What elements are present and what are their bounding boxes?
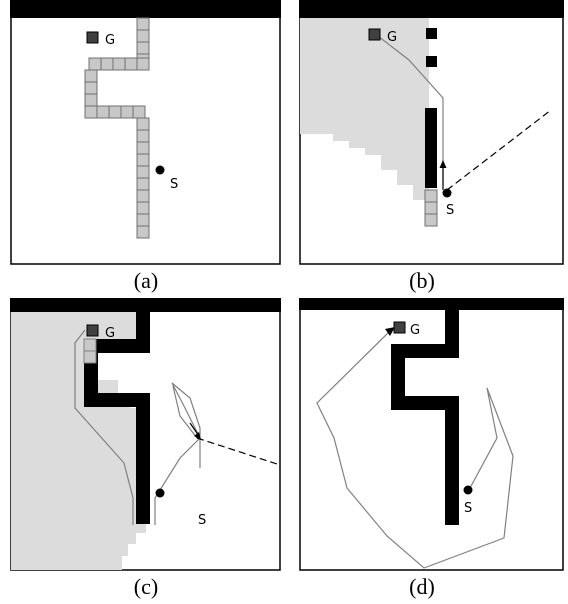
known-wall — [391, 344, 459, 358]
sensor-ray — [196, 437, 281, 466]
goal-label: G — [410, 323, 420, 338]
unknown-wall-cell — [83, 338, 97, 352]
known-wall — [84, 393, 150, 407]
arrow-head — [385, 327, 395, 336]
unknown-wall-cell — [136, 225, 150, 239]
unknown-wall-cell — [136, 189, 150, 203]
unknown-wall-cell — [120, 105, 134, 119]
unknown-wall-cell — [424, 213, 438, 227]
arrow-head — [439, 160, 447, 168]
panel-b-canvas: G S — [299, 0, 564, 265]
goal-marker — [86, 31, 99, 44]
goal-marker — [86, 324, 99, 337]
known-wall-cell — [426, 28, 437, 39]
unknown-wall-cell — [136, 57, 150, 71]
unknown-wall-cell — [136, 153, 150, 167]
panel-c: G S — [10, 298, 281, 571]
known-wall — [136, 407, 150, 524]
top-wall — [299, 298, 564, 310]
unknown-wall-cell — [424, 201, 438, 215]
top-wall — [10, 0, 281, 18]
unknown-wall-cell — [136, 129, 150, 143]
known-wall — [84, 339, 150, 353]
unknown-wall-cell — [136, 213, 150, 227]
start-label: S — [446, 203, 454, 218]
panel-a-canvas: G S — [10, 0, 281, 265]
unknown-wall-cell — [88, 57, 102, 71]
explored-region — [11, 312, 146, 570]
unknown-wall-cell — [136, 141, 150, 155]
start-label: S — [464, 501, 472, 516]
caption-a: (a) — [133, 268, 159, 293]
unknown-wall-cell — [132, 105, 146, 119]
goal-label: G — [387, 30, 397, 45]
caption-d: (d) — [409, 574, 435, 599]
unknown-wall-cells — [84, 17, 150, 239]
unknown-wall-cell — [96, 105, 110, 119]
panel-c-canvas: G S — [10, 298, 281, 571]
unknown-wall-cell — [84, 105, 98, 119]
goal-marker — [368, 28, 381, 41]
unknown-wall-cell — [136, 201, 150, 215]
known-wall — [391, 396, 459, 410]
goal-label: G — [105, 33, 115, 48]
start-marker — [442, 188, 452, 198]
unknown-wall-cell — [84, 69, 98, 83]
unknown-wall-cell — [100, 57, 114, 71]
unknown-wall-cell — [136, 29, 150, 43]
arrow-head — [194, 432, 201, 440]
goal-label: G — [105, 326, 115, 341]
known-wall — [445, 408, 459, 525]
unknown-wall-cell — [136, 177, 150, 191]
known-wall — [425, 108, 437, 188]
panel-a: G S — [10, 0, 281, 265]
caption-b: (b) — [409, 268, 435, 293]
unknown-wall-cell — [136, 17, 150, 31]
unknown-wall-cell — [124, 57, 138, 71]
unknown-wall-cells — [424, 189, 438, 227]
unknown-wall-cell — [136, 117, 150, 131]
unknown-wall-cell — [84, 81, 98, 95]
robot-path — [316, 329, 514, 569]
explored-region — [300, 18, 429, 200]
start-label: S — [198, 513, 206, 528]
top-wall — [10, 298, 281, 312]
traversed-path — [74, 329, 134, 525]
unknown-wall-cell — [83, 350, 97, 364]
top-wall — [299, 0, 564, 18]
start-label: S — [170, 177, 178, 192]
unknown-wall-cell — [136, 165, 150, 179]
unknown-wall-cell — [424, 189, 438, 203]
goal-marker — [393, 321, 406, 334]
unknown-wall-cell — [112, 57, 126, 71]
panel-d: G S — [299, 298, 564, 571]
start-marker — [155, 165, 165, 175]
panel-border — [299, 298, 564, 571]
caption-c: (c) — [133, 574, 159, 599]
unknown-wall-cell — [136, 41, 150, 55]
unknown-wall-cell — [108, 105, 122, 119]
known-wall — [391, 356, 405, 400]
planned-path — [154, 382, 201, 525]
panel-d-canvas: G S — [299, 298, 564, 571]
unknown-wall-cell — [84, 93, 98, 107]
known-wall-cell — [426, 56, 437, 67]
planned-path — [172, 385, 198, 439]
planned-path — [373, 32, 444, 185]
panel-b: G S — [299, 0, 564, 265]
start-marker — [155, 488, 165, 498]
start-marker — [463, 485, 473, 495]
